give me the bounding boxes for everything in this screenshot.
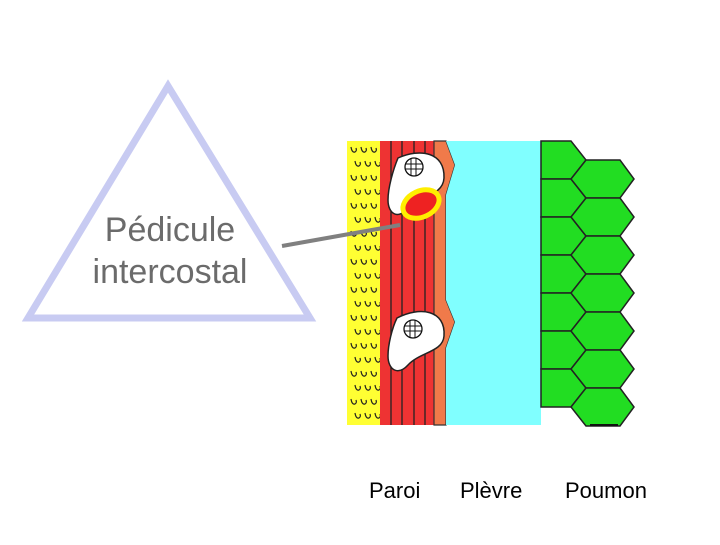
triangle-outline [21,79,317,322]
fat-cell-mark [360,314,367,321]
fat-cell-mark [364,272,371,279]
label-paroi: Paroi [369,478,421,503]
fat-cell-mark [364,356,371,363]
lower-nerve-icon [403,319,423,339]
fat-layer [347,141,380,425]
fat-cell-mark [370,286,377,293]
fat-cell-mark [350,146,357,153]
fat-cell-mark [360,174,367,181]
fat-cell-mark [360,342,367,349]
fat-cell-mark [364,412,371,419]
fat-cell-mark [354,328,361,335]
fat-cell-mark [350,314,357,321]
lung-cell [570,387,635,427]
fat-cell-mark [364,300,371,307]
fat-cell-mark [370,174,377,181]
label-plevre: Plèvre [460,478,523,503]
fat-cell-mark [360,258,367,265]
fat-cell-mark [354,160,361,167]
fat-cell-mark [350,398,357,405]
fat-cell-mark [360,230,367,237]
fat-cell-mark [350,286,357,293]
fat-cell-mark [364,188,371,195]
fat-cell-mark [364,216,371,223]
fat-cell-mark [350,202,357,209]
label-poumon: Poumon [565,478,647,503]
fat-cell-mark [364,384,371,391]
fat-cell-mark [370,314,377,321]
fat-cell-mark [350,174,357,181]
fat-cell-mark [350,342,357,349]
fat-cell-mark [370,370,377,377]
fat-cell-mark [354,216,361,223]
fat-cell-mark [364,244,371,251]
pleura-space [446,141,541,425]
upper-nerve-icon [404,157,424,177]
fat-cell-mark [360,370,367,377]
fat-cell-mark [360,286,367,293]
fat-cell-mark [370,398,377,405]
fat-cell-mark [364,328,371,335]
lung-cells [540,140,635,427]
fat-cell-mark [370,202,377,209]
fat-cell-mark [354,412,361,419]
fat-cell-mark [360,146,367,153]
fat-cell-mark [354,272,361,279]
fat-cell-mark [370,146,377,153]
lower-rib-pocket [387,310,445,372]
fat-cell-mark [360,202,367,209]
fat-cell-mark [354,244,361,251]
fat-cell-mark [370,230,377,237]
title-line-1: Pédicule [104,211,236,249]
fat-cell-mark [364,160,371,167]
intercostal-vessel-icon [400,187,442,221]
fat-cell-mark [354,188,361,195]
fat-cell-mark [350,258,357,265]
fat-cell-mark [370,258,377,265]
fat-cell-mark [354,300,361,307]
fat-cell-mark [360,398,367,405]
fat-cell-mark [370,342,377,349]
fat-cell-mark [354,384,361,391]
title-line-2: intercostal [92,253,248,291]
pointer-line [281,223,401,248]
fat-cell-mark [350,370,357,377]
fat-cell-mark [354,356,361,363]
